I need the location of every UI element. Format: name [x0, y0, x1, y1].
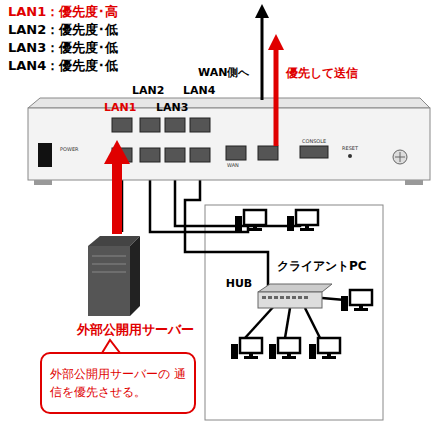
hub-label: HUB: [219, 275, 259, 293]
port-label: LAN3: [156, 101, 188, 114]
node-text: 外部公開用サーバー: [77, 322, 194, 338]
node-text: HUB: [226, 277, 253, 290]
port-label: LAN2: [132, 84, 164, 97]
panel-label: RESET: [342, 145, 358, 151]
node-text: クライアントPC: [277, 259, 367, 273]
panel-label: POWER: [60, 146, 79, 152]
wan-label: WAN側へ: [198, 66, 249, 79]
server-node: 外部公開用サーバー: [60, 230, 210, 338]
priority-send-label: 優先して送信: [286, 66, 358, 80]
callout-bubble: 外部公開用サーバーの 通信を優先させる。: [40, 352, 196, 414]
node-text: 外部公開用サーバーの 通信を優先させる。: [50, 365, 186, 401]
priority-legend: LAN1：優先度･高: [8, 4, 118, 20]
panel-label: CONSOLE: [302, 138, 326, 144]
client-area: クライアントPC HUB: [205, 205, 383, 420]
port-label: LAN4: [183, 84, 215, 97]
port-label: LAN1: [104, 101, 136, 114]
priority-legend: LAN4：優先度･低: [8, 58, 118, 74]
priority-legend: LAN3：優先度･低: [8, 40, 118, 56]
panel-label: WAN: [227, 162, 239, 168]
priority-legend: LAN2：優先度･低: [8, 22, 118, 38]
